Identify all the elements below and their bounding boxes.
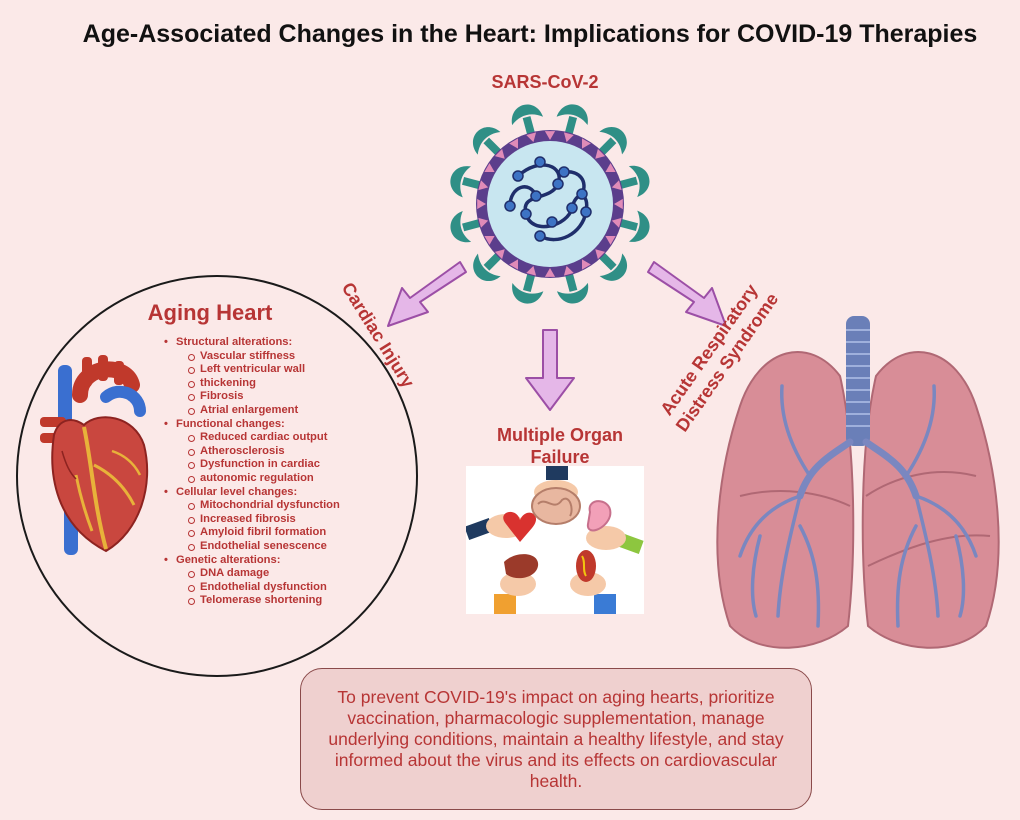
list-item: Atherosclerosis <box>164 445 404 459</box>
organ-label-line1: Multiple Organ <box>497 425 623 445</box>
list-item: Left ventricular wall <box>164 363 404 377</box>
multiple-organ-failure-label: Multiple Organ Failure <box>470 424 650 468</box>
arrow-ards <box>647 261 727 327</box>
arrow-multiple-organ-failure <box>525 329 575 411</box>
list-item: Mitochondrial dysfunction <box>164 499 404 513</box>
hands-holding-organs-icon <box>464 466 644 614</box>
list-item: Increased fibrosis <box>164 513 404 527</box>
list-item: Endothelial dysfunction <box>164 581 404 595</box>
list-item: Fibrosis <box>164 390 404 404</box>
list-item: Telomerase shortening <box>164 594 404 608</box>
anatomical-heart-icon <box>40 355 149 555</box>
list-item: Reduced cardiac output <box>164 431 404 445</box>
arrow-cardiac-injury <box>387 261 467 327</box>
sars-cov-2-virus-icon <box>450 104 650 304</box>
prevention-box: To prevent COVID-19's impact on aging he… <box>300 668 812 810</box>
category-structural: Structural alterations: <box>164 336 404 350</box>
list-item: Atrial enlargement <box>164 404 404 418</box>
list-item: Endothelial senescence <box>164 540 404 554</box>
list-item: Vascular stiffness <box>164 350 404 364</box>
list-item: Dysfunction in cardiac <box>164 458 404 472</box>
list-item-continuation: autonomic regulation <box>164 472 404 486</box>
category-functional: Functional changes: <box>164 418 404 432</box>
aging-heart-list: Structural alterations: Vascular stiffne… <box>164 336 404 608</box>
category-cellular: Cellular level changes: <box>164 486 404 500</box>
virus-label: SARS-CoV-2 <box>491 72 599 92</box>
list-item: DNA damage <box>164 567 404 581</box>
list-item-continuation: thickening <box>164 377 404 391</box>
aging-heart-circle <box>16 275 418 677</box>
category-genetic: Genetic alterations: <box>164 554 404 568</box>
prevention-text: To prevent COVID-19's impact on aging he… <box>328 686 784 791</box>
aging-heart-title: Aging Heart <box>147 300 273 325</box>
lungs-icon <box>716 316 1000 649</box>
page-title: Age-Associated Changes in the Heart: Imp… <box>82 20 978 48</box>
organ-label-line2: Failure <box>530 447 590 467</box>
list-item: Amyloid fibril formation <box>164 526 404 540</box>
